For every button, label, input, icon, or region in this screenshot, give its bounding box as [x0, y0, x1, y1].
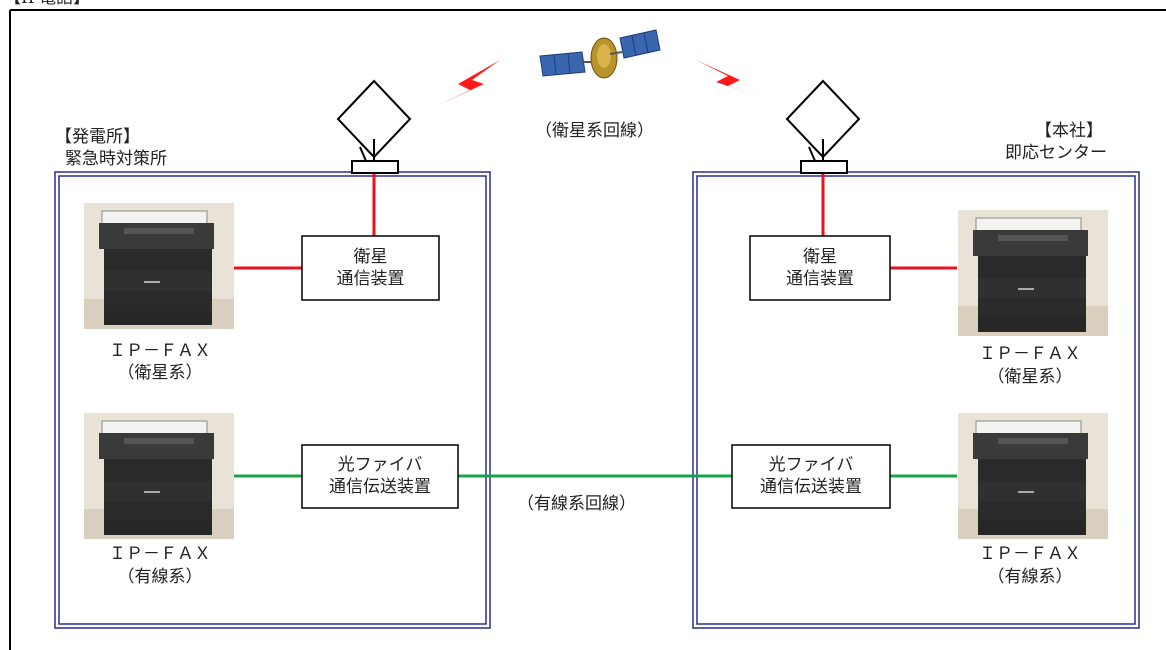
left-site-heading: 【発電所】: [55, 127, 140, 147]
right-sat-device-label: 衛星 通信装置: [786, 247, 854, 289]
left-fiber-device-box: [301, 444, 459, 509]
right-fiber-device-box: [731, 444, 891, 509]
left-sat-device-label: 衛星 通信装置: [336, 247, 405, 289]
page-title-fragment: 【IP電話】: [4, 0, 90, 8]
left-wired-fax-type: （有線系）: [117, 567, 203, 587]
satellite-icon: [539, 29, 661, 79]
right-fiber-device-label: 光ファイバ 通信伝送装置: [760, 455, 862, 497]
left-site-subheading: 緊急時対策所: [65, 149, 167, 169]
wired-link-label: （有線系回線）: [517, 494, 636, 514]
left-sat-fax-name: ＩＰ－ＦＡＸ: [109, 341, 211, 361]
right-wired-fax-name: ＩＰ－ＦＡＸ: [979, 544, 1081, 564]
left-wired-fax-name: ＩＰ－ＦＡＸ: [109, 544, 211, 564]
right-sat-fax-type: （衛星系）: [987, 367, 1073, 387]
right-site-boundary: [692, 171, 1140, 629]
right-site-subheading: 即応センター: [1005, 143, 1107, 163]
left-site-boundary: [54, 171, 491, 629]
right-antenna-icon: [786, 80, 860, 174]
right-wired-fax-type: （有線系）: [987, 567, 1073, 587]
left-wired-fax-icon: [83, 412, 235, 540]
left-sat-fax-type: （衛星系）: [117, 363, 203, 383]
right-site-heading: 【本社】: [1035, 121, 1103, 141]
right-sat-fax-name: ＩＰ－ＦＡＸ: [979, 344, 1081, 364]
satellite-link-label: （衛星系回線）: [535, 121, 654, 141]
left-fiber-device-label: 光ファイバ 通信伝送装置: [329, 455, 431, 497]
left-lightning-icon: [436, 60, 500, 106]
right-sat-fax-icon: [957, 209, 1109, 337]
left-sat-fax-icon: [83, 202, 235, 330]
right-sat-device-box: [749, 235, 891, 301]
right-lightning-icon: [696, 60, 768, 100]
right-wired-fax-icon: [957, 412, 1109, 540]
left-antenna-icon: [337, 80, 411, 174]
left-sat-device-box: [301, 235, 440, 301]
